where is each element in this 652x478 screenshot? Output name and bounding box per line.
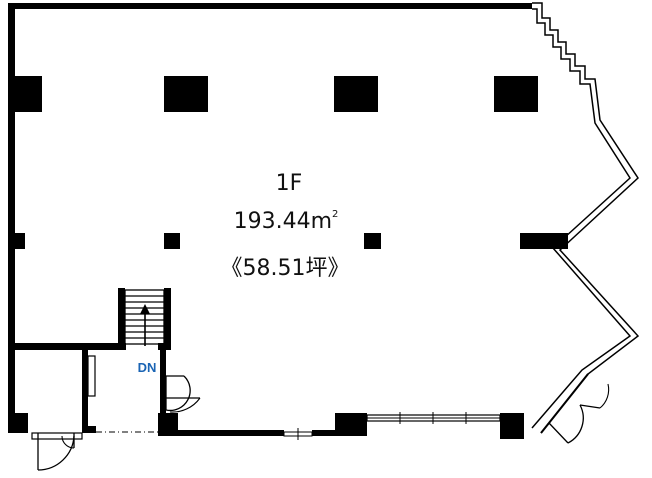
bottom-wall-left [160,430,284,436]
stair-wall-horizontal [8,343,126,350]
facade-door-icon [540,373,610,444]
floor-area-value: 193.44 [234,209,311,234]
entry-window [87,355,96,397]
floor-level-label: 1F [276,171,303,196]
stair-wall-right [164,288,171,350]
entry-divider-wall [82,350,88,430]
entry-pier-left [8,413,28,433]
floor-labels: 1F 193.44m2 《58.51坪》 DN [138,171,350,375]
entry-wall-left [8,343,15,433]
exterior-walls [8,3,532,439]
stair-arrow-icon [140,304,150,346]
bottom-wall-pier-right [500,413,524,439]
entry-pier-right [82,426,96,433]
column [334,76,378,112]
columns [8,76,568,249]
bottom-wall-mid [312,430,340,436]
bottom-window-large [366,412,501,424]
stair-door-icon [165,375,201,413]
column [494,76,538,112]
column-wide [520,233,568,249]
stair-wall-corner [158,343,171,350]
stair-divider-wall [160,350,166,416]
floor-area-unit-sup: 2 [332,209,338,220]
stair-enclosure [8,288,171,350]
doors [31,373,610,471]
corner-pier [158,413,178,436]
column [8,76,42,112]
bottom-wall-pier-left [335,413,367,436]
facade-inner-line [531,8,632,429]
floor-tsubo-label: 《58.51坪》 [221,256,350,281]
top-wall [8,3,532,9]
entry-room [8,343,178,436]
stairs-down-label: DN [138,360,157,375]
floor-area-unit: m [311,209,332,234]
bottom-window-small [283,428,313,440]
right-facade [531,2,640,434]
floor-area-label: 193.44m2 [234,209,339,234]
column-small [364,233,381,249]
left-wall [8,3,15,421]
facade-outer-line [532,2,640,434]
column-small [164,233,180,249]
stair-wall-left [118,288,125,350]
entry-door-icon [31,432,83,471]
stair-treads [124,289,165,345]
column [164,76,208,112]
column-small [8,233,25,249]
